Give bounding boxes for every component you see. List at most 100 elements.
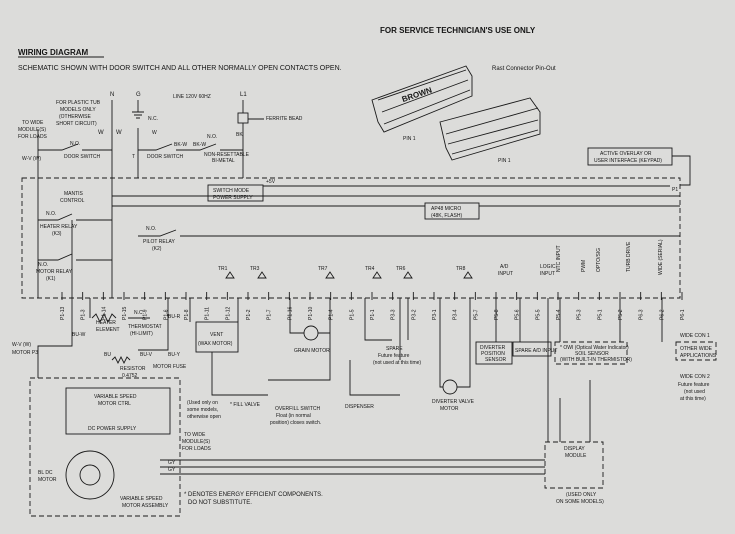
wire-bur: BU-R (168, 314, 181, 320)
svg-text:(WAX MOTOR): (WAX MOTOR) (198, 341, 233, 347)
wire-label-wv: W-V (W) (22, 156, 41, 162)
svg-text:USER INTERFACE (KEYPAD): USER INTERFACE (KEYPAD) (594, 158, 662, 164)
pin-label: P3-2 (411, 309, 417, 320)
motor-relay-label-2: (K1) (46, 276, 56, 282)
pin-label: P1-11 (205, 307, 211, 320)
motor-relay-label-1: MOTOR RELAY (36, 269, 73, 275)
overfill-label-3: position) closes switch. (270, 420, 321, 426)
svg-text:SHORT CIRCUIT): SHORT CIRCUIT) (56, 121, 97, 127)
pilot-relay-label-1: PILOT RELAY (143, 239, 175, 245)
opto-sig-label: OPTO/SIG (596, 248, 602, 272)
service-heading: FOR SERVICE TECHNICIAN'S USE ONLY (380, 26, 536, 35)
ntc-input-label: NTC INPUT (556, 245, 562, 272)
turb-drive-label: TURB DRIVE (626, 241, 632, 272)
used-only-label-1: (Used only on (187, 400, 218, 406)
wide-con2-label: WIDE CON 2 (680, 374, 710, 380)
display-module (544, 441, 604, 489)
used-only-on-label-1: (USED ONLY (566, 492, 597, 498)
ap48-micro (424, 202, 480, 220)
motor-p3-label: MOTOR P3 (12, 350, 38, 356)
rast-connector-illustration: Rast Connector Pin-Out BROWN PIN 1 PIN 1 (371, 65, 556, 164)
svg-text:OTHER WIDE: OTHER WIDE (680, 346, 713, 352)
triac-tr3: TR3 (250, 266, 260, 272)
triacs: TR1 TR3 TR7 TR4 TR6 TR8 (218, 266, 473, 279)
pin-label: P6-1 (680, 309, 686, 320)
pin-label: P5-6 (515, 309, 521, 320)
fill-valve-label: * FILL VALVE (230, 402, 261, 408)
svg-text:MODULE(S): MODULE(S) (18, 127, 46, 133)
svg-text:(OTHERWISE: (OTHERWISE (59, 114, 92, 120)
svg-text:VARIABLE SPEED: VARIABLE SPEED (120, 496, 163, 502)
triac-tr1: TR1 (218, 266, 228, 272)
thermostat-nc: N.C. (134, 310, 144, 316)
svg-text:ACTIVE OVERLAY OR: ACTIVE OVERLAY OR (600, 151, 652, 157)
heater-label-1: HEATER (96, 320, 116, 326)
p1-connector-label: P1 (672, 187, 678, 193)
owi-soil-sensor (554, 341, 628, 365)
door-switch-mid (137, 128, 243, 178)
pin-label: P3-4 (453, 309, 459, 320)
motor-relay-no: N.O. (38, 262, 48, 268)
door-switch-left-label: DOOR SWITCH (64, 154, 100, 160)
pin1-label-left: PIN 1 (403, 136, 416, 142)
wide-serial-label: WIDE (SERIAL) (658, 239, 664, 275)
heater-element-icon (91, 312, 117, 324)
heater-relay-no: N.O. (46, 211, 56, 217)
pin-label: P1-13 (60, 306, 66, 320)
svg-text:MOTOR ASSEMBLY: MOTOR ASSEMBLY (122, 503, 169, 509)
ad-input-label-2: INPUT (498, 271, 513, 277)
pin-label: P3-1 (432, 309, 438, 320)
wide-con1-label: WIDE CON 1 (680, 333, 710, 339)
thermostat-label-1: THERMOSTAT (128, 324, 162, 330)
pin-label: P5-7 (473, 309, 479, 320)
bimetal-label-1: NON-RESETTABLE (204, 152, 250, 158)
energy-note-1: * DENOTES ENERGY EFFICIENT COMPONENTS. (184, 492, 323, 498)
rast-title: Rast Connector Pin-Out (492, 66, 556, 72)
wire-w-1: W (98, 130, 104, 136)
wire-gy-1: GY (168, 460, 176, 466)
pin-label: P1-9 (143, 309, 149, 320)
svg-text:TO WIDE: TO WIDE (22, 120, 44, 126)
diverter-valve-label-2: MOTOR (440, 406, 459, 412)
triac-tr6: TR6 (396, 266, 406, 272)
svg-text:FOR LOADS: FOR LOADS (18, 134, 48, 140)
wire-bujv: BU-V (140, 352, 153, 358)
motor-control-board (65, 387, 171, 435)
to-wide-label-2: MODULE(S) (182, 439, 210, 445)
svg-text:POSITION: POSITION (481, 351, 505, 357)
wire-t: T (132, 154, 135, 160)
to-wide-label-1: TO WIDE (184, 432, 206, 438)
bimetal-label-2: BI-METAL (212, 158, 235, 164)
svg-text:MODULE: MODULE (565, 453, 587, 459)
door-nc-label: N.C. (148, 116, 158, 122)
heater-relay-switch (38, 213, 112, 221)
triac-tr4: TR4 (365, 266, 375, 272)
svg-text:SWITCH MODE: SWITCH MODE (213, 188, 250, 194)
diverter-valve-label-1: DIVERTER VALVE (432, 399, 475, 405)
motor-relay-switch (38, 253, 112, 261)
svg-text:SENSOR: SENSOR (485, 357, 507, 363)
bimetal-no-label: N.O. (207, 134, 217, 140)
svg-text:VARIABLE SPEED: VARIABLE SPEED (94, 394, 137, 400)
svg-text:(WITH BUILT-IN THERMISTOR): (WITH BUILT-IN THERMISTOR) (560, 357, 632, 363)
overfill-label-1: OVERFILL SWITCH (275, 406, 320, 412)
svg-text:SPARE A/D INPUT: SPARE A/D INPUT (515, 348, 557, 354)
grain-motor-icon (303, 325, 319, 341)
wire-buw: BU-W (72, 332, 86, 338)
to-wide-label-3: FOR LOADS (182, 446, 212, 452)
heater-relay-label-2: (K3) (52, 231, 62, 237)
door-switch-no-label: N.O. (70, 141, 80, 147)
pin1-label-right: PIN 1 (498, 158, 511, 164)
mantis-label-2: CONTROL (60, 198, 85, 204)
pilot-relay-no: N.O. (146, 226, 156, 232)
wire-bkw-1: BK-W (174, 142, 187, 148)
overfill-label-2: Float (in normal (276, 413, 311, 419)
triac-tr7: TR7 (318, 266, 328, 272)
dc-power-supply-label: DC POWER SUPPLY (88, 426, 137, 432)
svg-text:BL DC: BL DC (38, 470, 53, 476)
svg-text:* OWI (Optical Water Indicator: * OWI (Optical Water Indicator) (560, 345, 629, 351)
vent-wax-motor (195, 321, 239, 353)
line-voltage-label: LINE 120V 60HZ (173, 94, 211, 100)
diagram-title: WIRING DIAGRAM (18, 48, 89, 57)
